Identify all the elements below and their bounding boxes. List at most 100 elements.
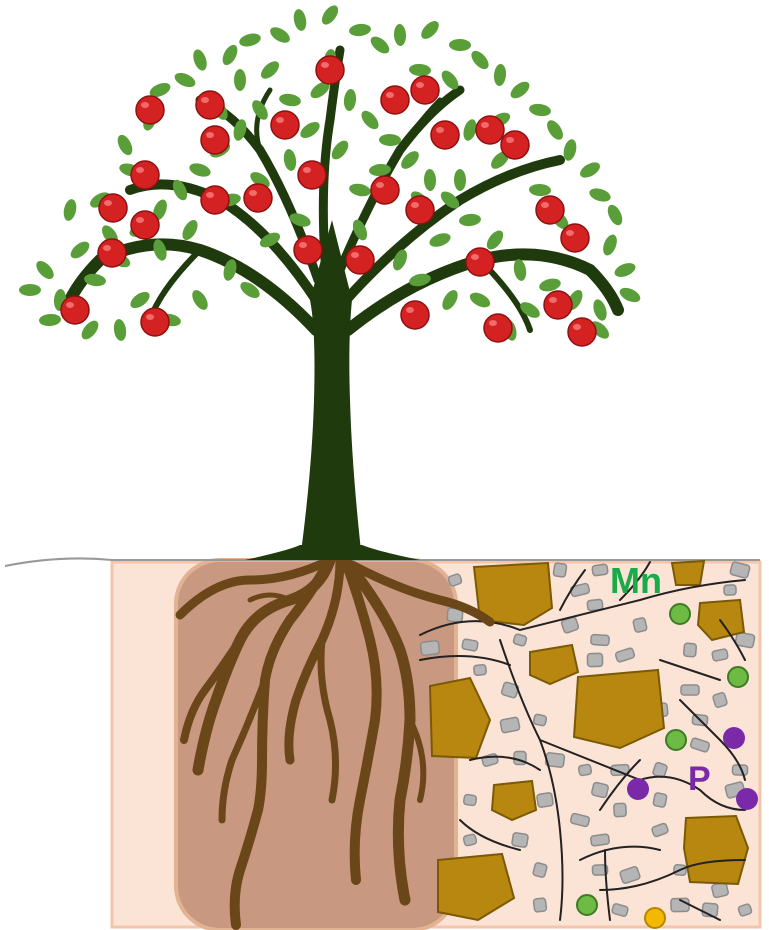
leaf: [298, 119, 323, 141]
leaf: [449, 39, 471, 51]
leaf: [484, 228, 507, 253]
apple-highlight: [376, 182, 384, 188]
apple: [298, 161, 326, 189]
pebble: [587, 653, 602, 666]
leaf: [220, 42, 241, 67]
leaf: [62, 198, 78, 222]
leaf: [191, 48, 210, 73]
apple: [131, 211, 159, 239]
leaf: [418, 18, 442, 42]
apple: [501, 131, 529, 159]
mn-particle: [666, 730, 686, 750]
leaf: [409, 63, 432, 77]
apple: [411, 76, 439, 104]
pebble: [462, 639, 479, 651]
apple: [61, 296, 89, 324]
apple: [201, 126, 229, 154]
apple-highlight: [406, 307, 414, 313]
leaf: [428, 231, 453, 250]
apple-highlight: [411, 202, 419, 208]
leaf: [238, 31, 262, 48]
mn-label: Mn: [610, 560, 662, 602]
pebble: [512, 832, 529, 847]
pebble: [537, 792, 554, 807]
pebble: [614, 803, 627, 817]
apple: [131, 161, 159, 189]
apple: [381, 86, 409, 114]
p-label: P: [688, 760, 711, 799]
leaf: [512, 258, 528, 282]
leaf: [348, 23, 371, 38]
leaf: [39, 313, 62, 327]
leaf: [68, 238, 93, 261]
apple: [476, 116, 504, 144]
leaf: [267, 24, 292, 46]
leaf: [508, 78, 533, 101]
leaf: [591, 298, 609, 323]
apple-highlight: [386, 92, 394, 98]
apple-highlight: [573, 324, 581, 330]
apple-highlight: [206, 192, 214, 198]
leaf: [439, 287, 461, 312]
apple-highlight: [321, 62, 329, 68]
apple: [141, 308, 169, 336]
pebble: [591, 634, 610, 645]
apple-highlight: [66, 302, 74, 308]
leaf: [529, 183, 552, 196]
leaf: [454, 169, 466, 191]
apple-highlight: [506, 137, 514, 143]
apple-highlight: [136, 217, 144, 223]
apple: [544, 291, 572, 319]
leaf: [468, 48, 492, 72]
apple: [406, 196, 434, 224]
mn-particle: [670, 604, 690, 624]
apple: [136, 96, 164, 124]
pebble: [420, 640, 439, 655]
apple-highlight: [146, 314, 154, 320]
pebble: [591, 782, 609, 798]
apple: [271, 111, 299, 139]
pebble: [712, 692, 727, 708]
leaf: [358, 108, 381, 132]
pebble: [463, 834, 477, 847]
leaf: [617, 285, 642, 305]
leaf: [319, 3, 342, 28]
pebble: [513, 634, 527, 647]
leaf: [424, 169, 437, 191]
pebble: [590, 834, 609, 846]
tree: [19, 3, 643, 560]
apple-highlight: [103, 245, 111, 251]
pebble: [533, 714, 547, 726]
leaf: [379, 134, 401, 147]
yellow-particle: [645, 908, 665, 928]
leaf: [282, 148, 297, 172]
apple: [536, 196, 564, 224]
leaf: [33, 258, 57, 282]
mn-particle: [728, 667, 748, 687]
apple: [99, 194, 127, 222]
pebble: [500, 717, 520, 733]
apple-highlight: [104, 200, 112, 206]
pebble: [533, 898, 546, 912]
pebble: [533, 862, 548, 878]
apple-highlight: [303, 167, 311, 173]
apple-highlight: [276, 117, 284, 123]
apple: [371, 176, 399, 204]
pebble: [474, 664, 487, 675]
pebble: [578, 764, 592, 776]
leaf: [368, 33, 393, 56]
leaf: [343, 88, 357, 111]
apple: [484, 314, 512, 342]
apple: [561, 224, 589, 252]
leaf: [528, 102, 552, 117]
pebble: [592, 564, 608, 576]
leaf: [544, 118, 566, 143]
pebble: [553, 563, 567, 578]
apple-highlight: [489, 320, 497, 326]
apple: [196, 91, 224, 119]
leaf: [600, 233, 619, 258]
apple-highlight: [416, 82, 424, 88]
apple: [431, 121, 459, 149]
leaf: [278, 92, 302, 108]
